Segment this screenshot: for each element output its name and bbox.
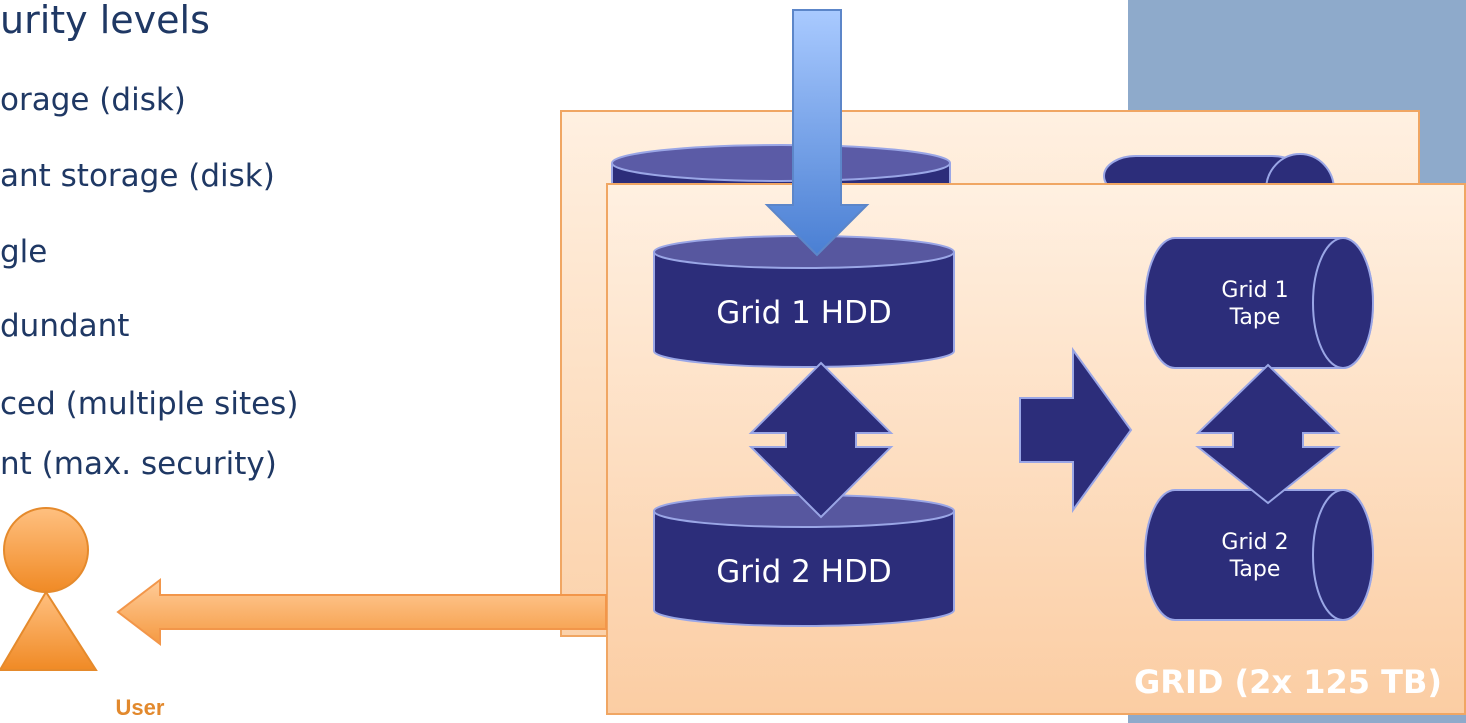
- user-label: User: [115, 695, 165, 720]
- bullet-heading: urity levels: [0, 0, 210, 42]
- bullet-item: orage (disk): [0, 82, 186, 118]
- bullet-item: gle: [0, 234, 48, 270]
- hdd-to-tape-arrow: [1019, 346, 1133, 514]
- bullet-item: ced (multiple sites): [0, 386, 299, 422]
- grid2-tape-label-line1: Grid 2: [1221, 529, 1289, 555]
- grid1-tape-label-line1: Grid 1: [1221, 277, 1289, 303]
- grid2-tape-cylinder: [1144, 489, 1374, 621]
- grid2-hdd-cylinder: [653, 494, 955, 627]
- bullet-item: dundant: [0, 308, 130, 344]
- grid1-tape-cylinder: [1144, 237, 1374, 369]
- bullet-list: urity levels orage (disk) ant storage (d…: [0, 0, 560, 520]
- grid2-hdd-label: Grid 2 HDD: [716, 553, 892, 590]
- input-down-arrow: [764, 9, 870, 257]
- grid1-tape-label: Grid 1 Tape: [1170, 263, 1340, 345]
- tape-sync-double-arrow: [1195, 363, 1341, 505]
- grid1-hdd-cylinder: [653, 235, 955, 368]
- grid1-tape-label-line2: Tape: [1229, 305, 1281, 330]
- grid1-hdd-label: Grid 1 HDD: [716, 294, 892, 331]
- user-icon: [0, 507, 98, 671]
- grid2-tape-label-line2: Tape: [1229, 557, 1281, 582]
- grid-panel-title: GRID (2x 125 TB): [1134, 663, 1442, 701]
- output-to-user-arrow: [116, 577, 607, 647]
- hdd-sync-double-arrow: [748, 361, 894, 519]
- bullet-item: ant storage (disk): [0, 158, 275, 194]
- grid2-tape-label: Grid 2 Tape: [1170, 515, 1340, 597]
- bullet-item: nt (max. security): [0, 446, 277, 482]
